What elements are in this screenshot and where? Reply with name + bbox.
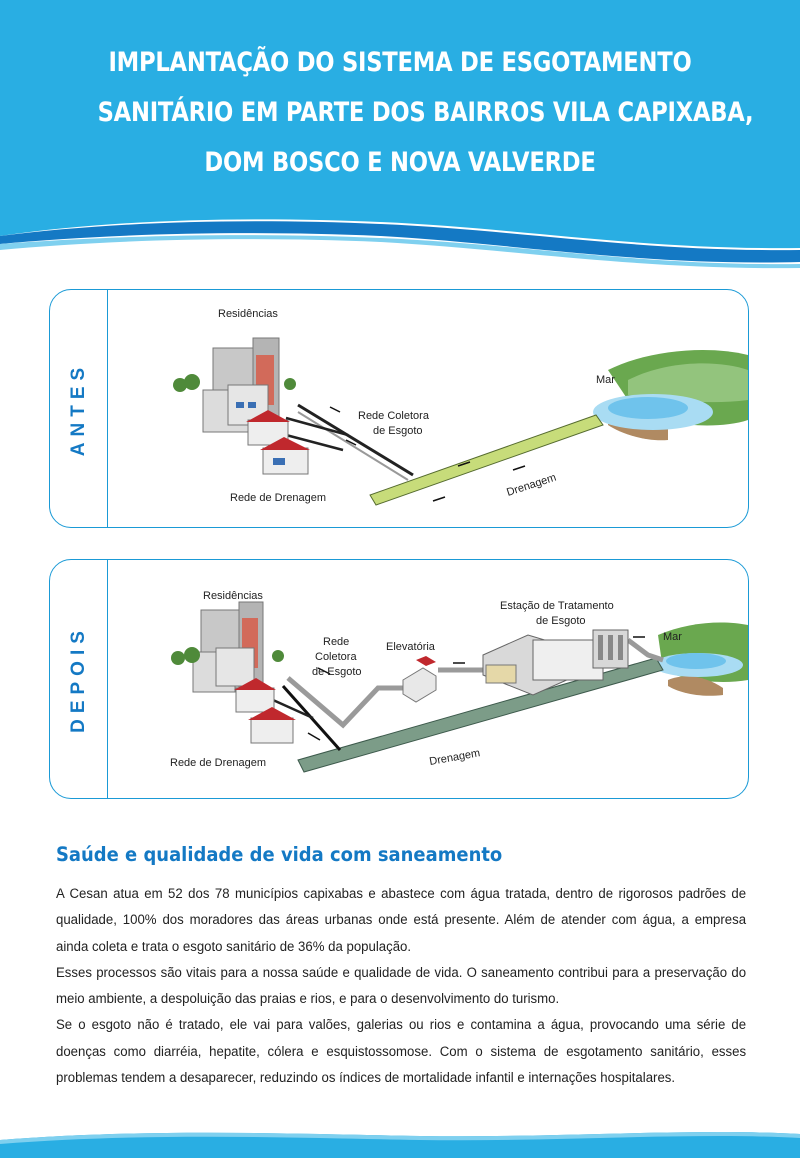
- antes-rede-coletora-line1: Rede Coletora: [358, 410, 430, 422]
- depois-sewage-pipe: [286, 676, 413, 729]
- title-line-2: SANITÁRIO EM PARTE DOS BAIRROS VILA CAPI…: [97, 97, 754, 128]
- depois-rede-line3: de Esgoto: [312, 666, 362, 678]
- title-line-3: DOM BOSCO E NOVA VALVERDE: [204, 147, 596, 178]
- header-wave-background: [0, 0, 800, 269]
- depois-buildings: [171, 601, 296, 744]
- antes-rede-coletora-line2: de Esgoto: [373, 425, 423, 437]
- depois-rede-line2: Coletora: [315, 651, 357, 663]
- depois-rede-line1: Rede: [323, 636, 349, 648]
- antes-rede-drenagem-label: Rede de Drenagem: [230, 492, 326, 504]
- antes-residencias-label: Residências: [218, 308, 278, 320]
- paragraph-2: Esses processos são vitais para a nossa …: [56, 964, 747, 1008]
- elevatoria-label: Elevatória: [386, 641, 436, 653]
- footer-wave: [0, 1132, 800, 1158]
- antes-buildings: [173, 337, 310, 475]
- depois-flow-arrows: [307, 636, 645, 741]
- elevatoria-building: [402, 656, 437, 703]
- header-banner: IMPLANTAÇÃO DO SISTEMA DE ESGOTAMENTO SA…: [0, 0, 800, 270]
- antes-mar-label: Mar: [596, 374, 615, 386]
- antes-diagram: Residências Rede Coletora de Esgoto Mar …: [173, 308, 748, 506]
- antes-label: ANTES: [67, 361, 89, 456]
- depois-rede-drenagem-label: Rede de Drenagem: [170, 757, 266, 769]
- depois-side-bar: DEPOIS: [50, 560, 108, 798]
- antes-side-bar: ANTES: [50, 290, 108, 527]
- depois-label: DEPOIS: [67, 625, 89, 733]
- estacao-label-line2: de Esgoto: [536, 615, 586, 627]
- depois-sea-illustration: [653, 622, 748, 696]
- title-line-1: IMPLANTAÇÃO DO SISTEMA DE ESGOTAMENTO: [108, 47, 692, 78]
- page-title: IMPLANTAÇÃO DO SISTEMA DE ESGOTAMENTO SA…: [97, 38, 754, 188]
- estacao-label-line1: Estação de Tratamento: [500, 600, 614, 612]
- paragraph-3: Se o esgoto não é tratado, ele vai para …: [56, 1017, 747, 1087]
- treatment-station: [482, 629, 629, 696]
- depois-mar-label: Mar: [663, 631, 682, 643]
- section-body: A Cesan atua em 52 dos 78 municípios cap…: [56, 881, 746, 1091]
- depois-drenagem-label: Drenagem: [428, 747, 481, 768]
- depois-residencias-label: Residências: [203, 590, 263, 602]
- antes-panel: ANTES: [49, 289, 749, 528]
- antes-sea-illustration: [593, 350, 748, 441]
- antes-sewage-pipe: [297, 403, 414, 477]
- antes-drainage-channel: [369, 414, 604, 506]
- paragraph-1: A Cesan atua em 52 dos 78 municípios cap…: [56, 886, 747, 955]
- depois-diagram: Residências Rede Coletora de Esgoto Elev…: [170, 590, 748, 773]
- depois-panel: DEPOIS: [49, 559, 749, 799]
- antes-drenagem-label: Drenagem: [505, 472, 558, 499]
- antes-flow-arrows: [329, 406, 526, 502]
- section-title: Saúde e qualidade de vida com saneamento: [56, 843, 503, 866]
